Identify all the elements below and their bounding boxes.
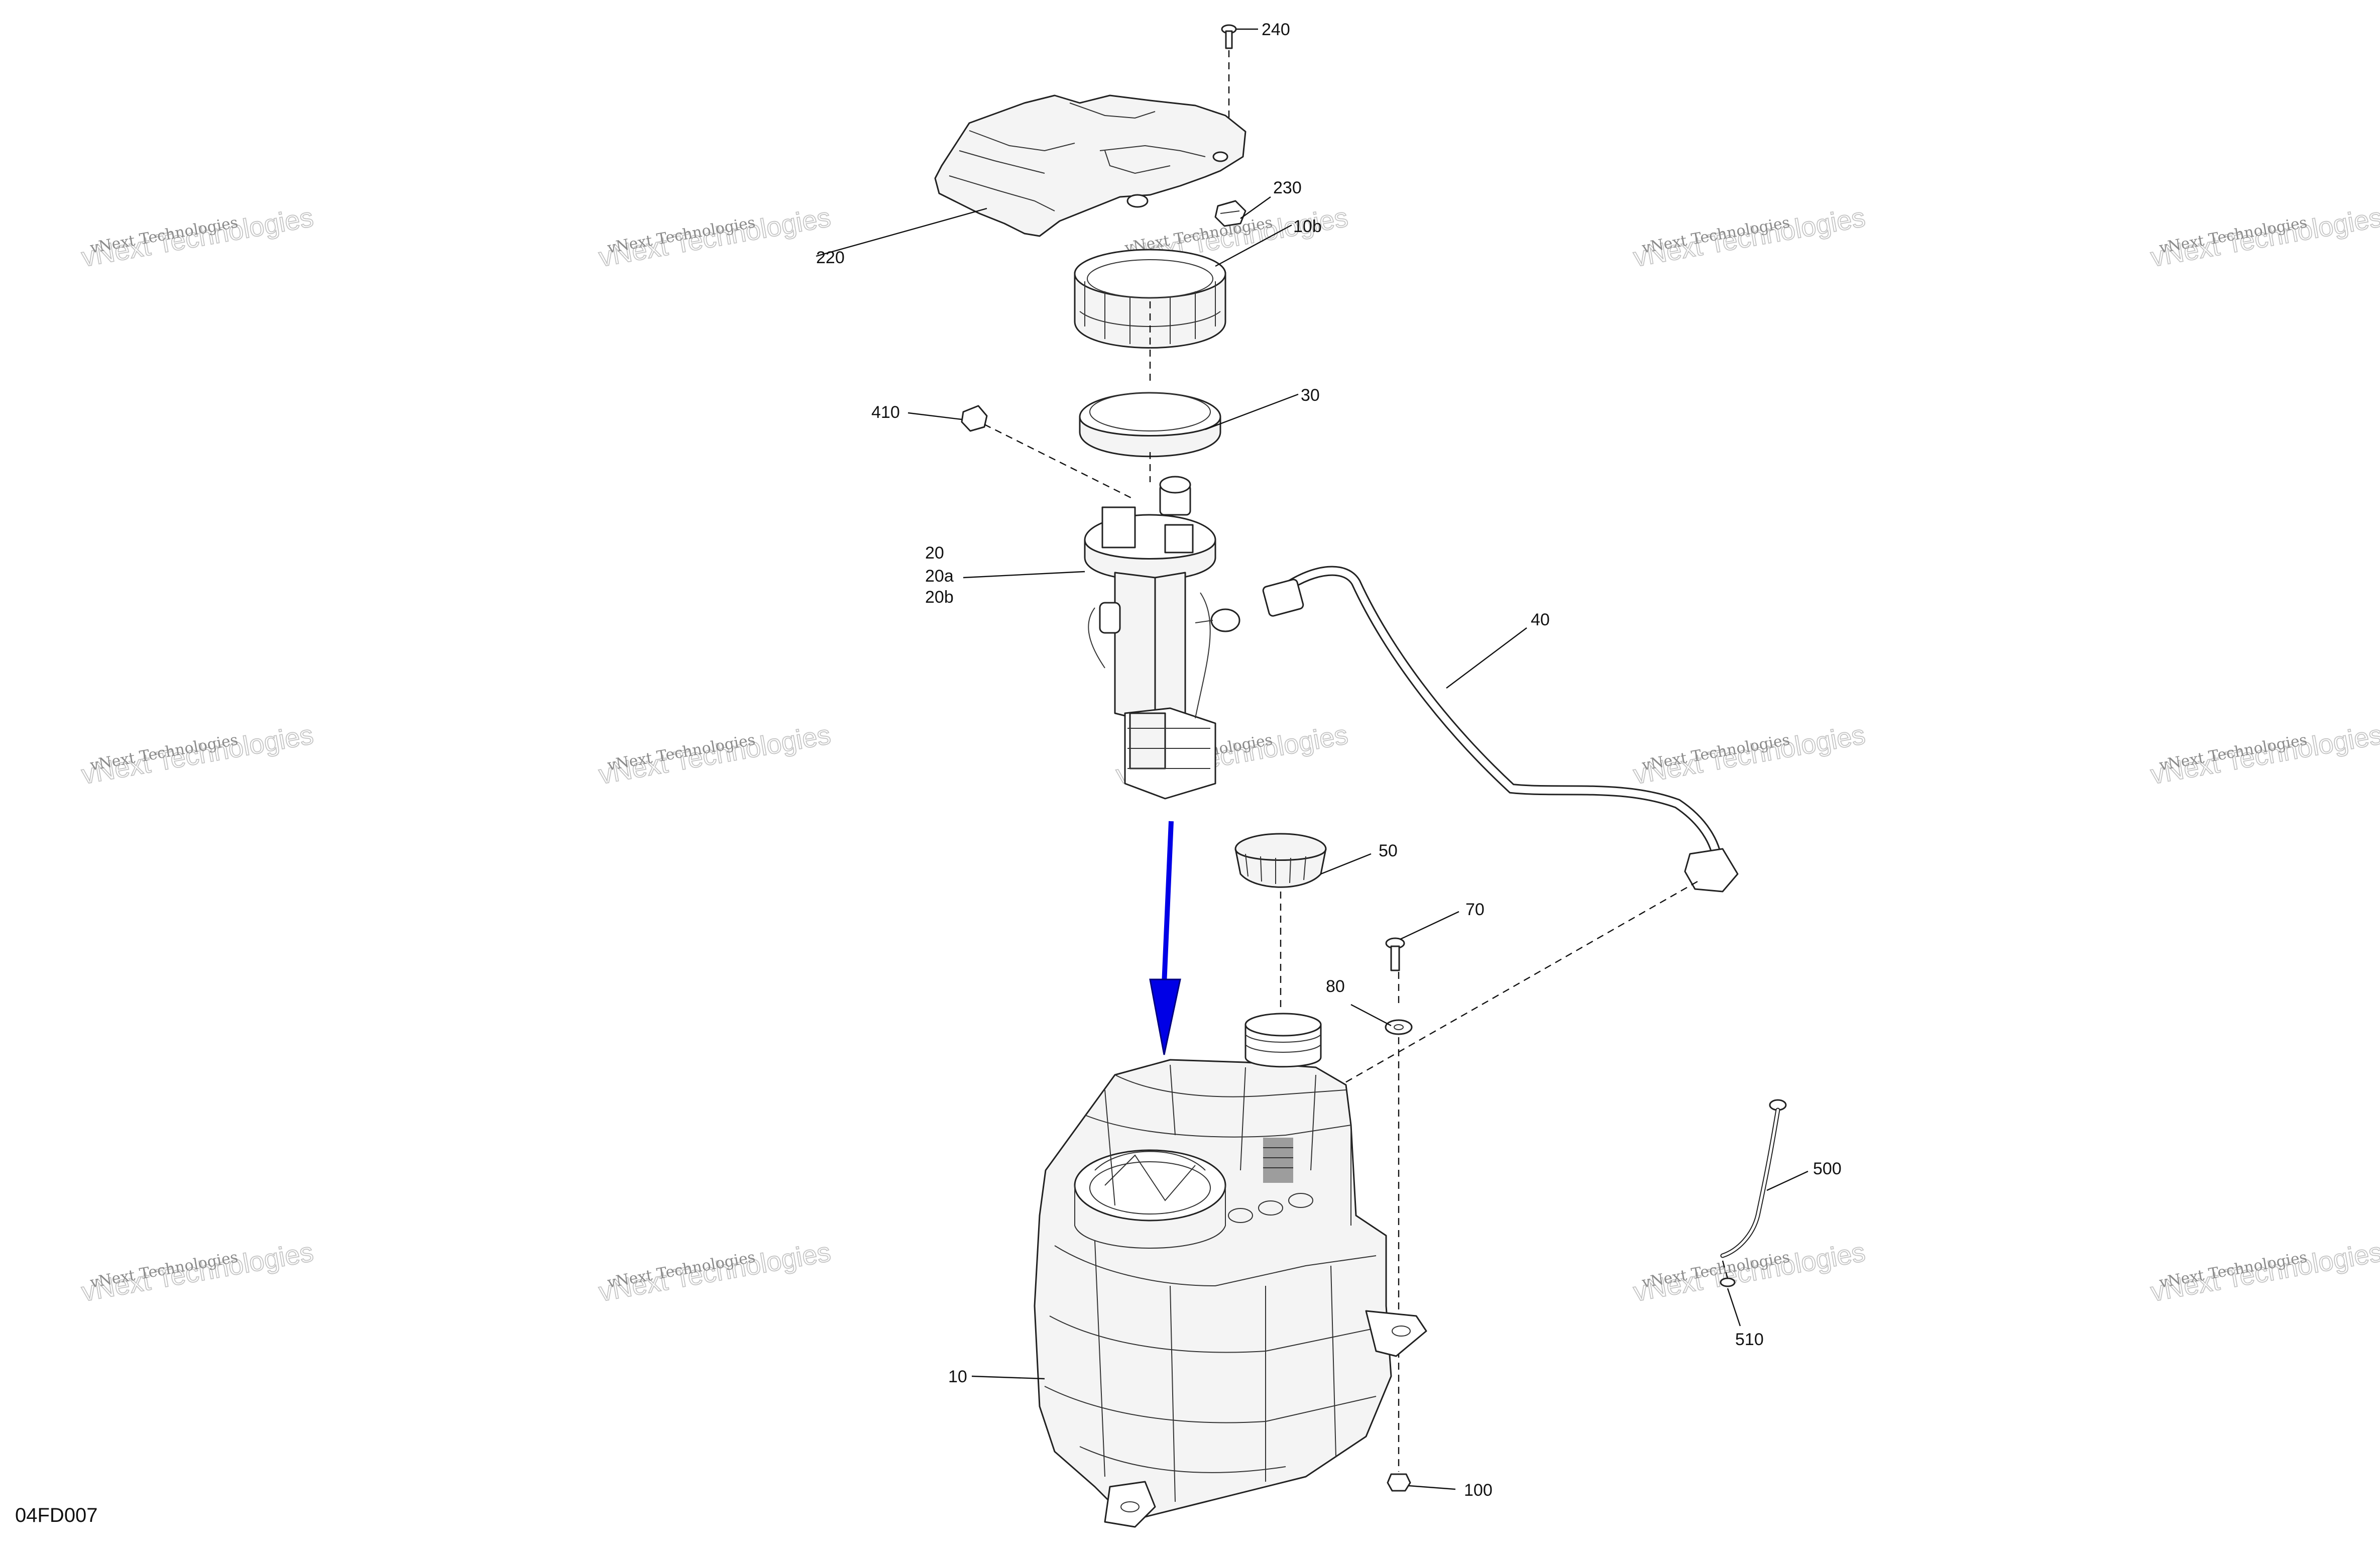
callout-100: 100 — [1464, 1481, 1493, 1500]
fuel-pump-module-20 — [1084, 476, 1240, 800]
vent-cap-50 — [1234, 833, 1327, 1010]
callout-20a: 20a — [925, 567, 954, 586]
callout-510: 510 — [1735, 1330, 1764, 1349]
callout-10b: 10b — [1293, 217, 1322, 236]
callout-410: 410 — [871, 403, 900, 422]
callout-240: 240 — [1262, 20, 1290, 39]
callout-220: 220 — [816, 248, 845, 267]
callout-70: 70 — [1465, 900, 1485, 919]
callout-20: 20 — [925, 543, 944, 563]
screw-240 — [1221, 24, 1237, 166]
callout-40: 40 — [1531, 610, 1550, 629]
washer-80 — [1385, 1019, 1413, 1472]
bolt-70 — [1385, 937, 1405, 1007]
callout-50: 50 — [1379, 841, 1398, 860]
fitting-410 — [961, 405, 1136, 501]
clip-nut-230 — [1214, 200, 1246, 227]
callout-80: 80 — [1326, 977, 1345, 996]
callout-230: 230 — [1273, 178, 1302, 197]
gasket-30 — [1079, 392, 1221, 482]
nut-100 — [1387, 1473, 1411, 1492]
heat-shield-220 — [934, 94, 1246, 237]
callout-labels: 240 230 220 10b 30 410 20 20a 20b 40 50 … — [816, 20, 1842, 1500]
lock-ring-10b — [1074, 249, 1226, 382]
callout-20b: 20b — [925, 588, 954, 607]
callout-500: 500 — [1813, 1159, 1842, 1178]
assembly-direction-arrow — [1149, 821, 1181, 1055]
diagram-reference-code: 04FD007 — [15, 1504, 98, 1526]
fuel-tank-10 — [1034, 1013, 1427, 1528]
seal-510 — [1720, 1260, 1736, 1287]
callout-30: 30 — [1301, 386, 1320, 405]
leader-lines — [816, 28, 1808, 1490]
callout-10: 10 — [948, 1367, 967, 1386]
level-sensor-500 — [1720, 1099, 1787, 1258]
wiring-harness-40 — [1262, 566, 1739, 1106]
